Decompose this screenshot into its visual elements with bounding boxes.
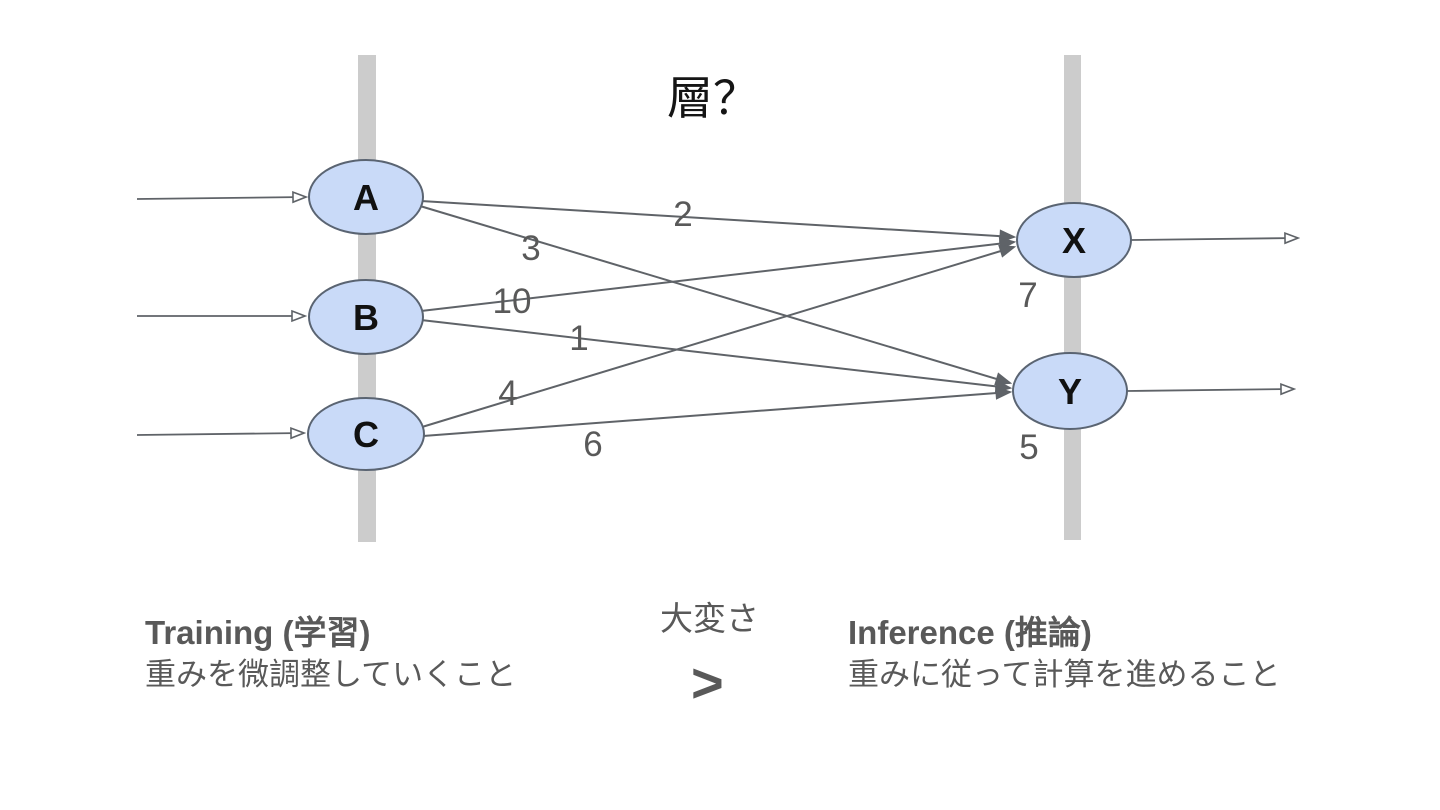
edge-c-y: [422, 392, 1010, 437]
node-x-label: X: [1062, 220, 1086, 261]
edge-a-y: [419, 205, 1010, 383]
output-arrow-y: [1126, 389, 1294, 391]
node-b-label: B: [353, 297, 379, 338]
inference-block: Inference (推論) 重みに従って計算を進めること: [848, 613, 1280, 694]
weight-a-x: 2: [673, 195, 692, 234]
network-diagram: 層？ A B C X Y 2 3 10 1 4 6 7: [136, 55, 1440, 542]
weight-b-x: 10: [493, 282, 532, 321]
node-c-label: C: [353, 414, 379, 455]
edge-a-x: [420, 200, 1014, 237]
node-y-label: Y: [1058, 371, 1082, 412]
training-title: Training (学習): [145, 614, 371, 651]
weight-y: 5: [1019, 428, 1038, 467]
edge-c-x: [421, 247, 1014, 428]
weight-c-x: 4: [498, 374, 517, 413]
output-layer-bar: [1064, 55, 1081, 540]
node-a: [308, 159, 424, 235]
training-block: Training (学習) 重みを微調整していくこと: [145, 613, 516, 694]
inference-description: 重みに従って計算を進めること: [848, 656, 1281, 692]
input-arrow-a: [136, 197, 306, 199]
greater-than-symbol: >: [691, 651, 724, 714]
node-a-label: A: [353, 177, 379, 218]
output-arrow-x: [1130, 238, 1298, 240]
weight-x: 7: [1018, 276, 1037, 315]
edge-b-x: [420, 242, 1014, 312]
node-y: [1012, 352, 1128, 430]
weight-a-y: 3: [521, 229, 540, 268]
inference-title: Inference (推論): [848, 614, 1092, 651]
node-c: [307, 397, 425, 471]
weight-b-y: 1: [569, 319, 588, 358]
node-b: [308, 279, 424, 355]
node-x: [1016, 202, 1132, 278]
weight-c-y: 6: [583, 425, 602, 464]
slide-title: 層？: [667, 72, 759, 124]
comparison-label: 大変さ: [660, 600, 759, 637]
training-description: 重みを微調整していくこと: [145, 656, 517, 692]
edge-b-y: [420, 319, 1010, 388]
input-arrow-c: [136, 433, 304, 435]
